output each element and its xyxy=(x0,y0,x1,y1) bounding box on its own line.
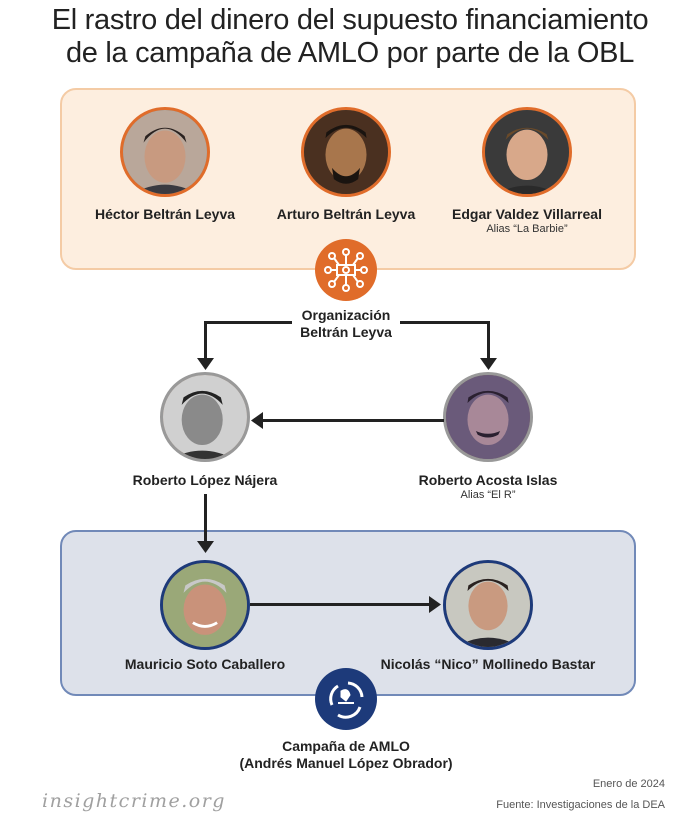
organization-label: Organización Beltrán Leyva xyxy=(300,307,392,340)
connector-line xyxy=(400,321,490,324)
insightcrime-logo: insightcrime.org xyxy=(42,790,226,812)
page-title: El rastro del dinero del supuesto financ… xyxy=(51,4,649,69)
connector-line xyxy=(487,321,490,361)
arrow-down-icon xyxy=(197,358,214,370)
person-name: Mauricio Soto Caballero xyxy=(124,656,286,672)
photo-roberto-lopez-najera xyxy=(160,372,250,462)
connector-line xyxy=(204,494,207,542)
arrow-right-icon xyxy=(429,596,441,613)
arrow-down-icon xyxy=(197,541,214,553)
campaign-label: Campaña de AMLO (Andrés Manuel López Obr… xyxy=(239,738,453,771)
photo-edgar-valdez-villarreal xyxy=(482,107,572,197)
arrow-left-icon xyxy=(251,412,263,429)
connector-line xyxy=(250,603,430,606)
person-name: Roberto Acosta Islas xyxy=(418,472,558,488)
source-label: Fuente: Investigaciones de la DEA xyxy=(496,799,665,811)
person-name: Nicolás “Nico” Mollinedo Bastar xyxy=(380,656,596,672)
connector-line xyxy=(262,419,444,422)
connector-line xyxy=(204,321,207,361)
arrow-down-icon xyxy=(480,358,497,370)
person-alias: Alias “El R” xyxy=(460,489,516,501)
date-label: Enero de 2024 xyxy=(592,778,665,790)
person-name: Roberto López Nájera xyxy=(132,472,278,488)
photo-arturo-beltran-leyva xyxy=(301,107,391,197)
leader-name: Héctor Beltrán Leyva xyxy=(94,206,236,222)
leader-alias: Alias “La Barbie” xyxy=(486,223,568,235)
photo-nicolas-mollinedo-bastar xyxy=(443,560,533,650)
connector-line xyxy=(204,321,292,324)
photo-hector-beltran-leyva xyxy=(120,107,210,197)
photo-roberto-acosta-islas xyxy=(443,372,533,462)
leader-name: Arturo Beltrán Leyva xyxy=(276,206,416,222)
ballot-cycle-icon xyxy=(315,668,377,730)
leader-name: Edgar Valdez Villarreal xyxy=(452,206,602,222)
money-network-icon xyxy=(315,239,377,301)
photo-mauricio-soto-caballero xyxy=(160,560,250,650)
